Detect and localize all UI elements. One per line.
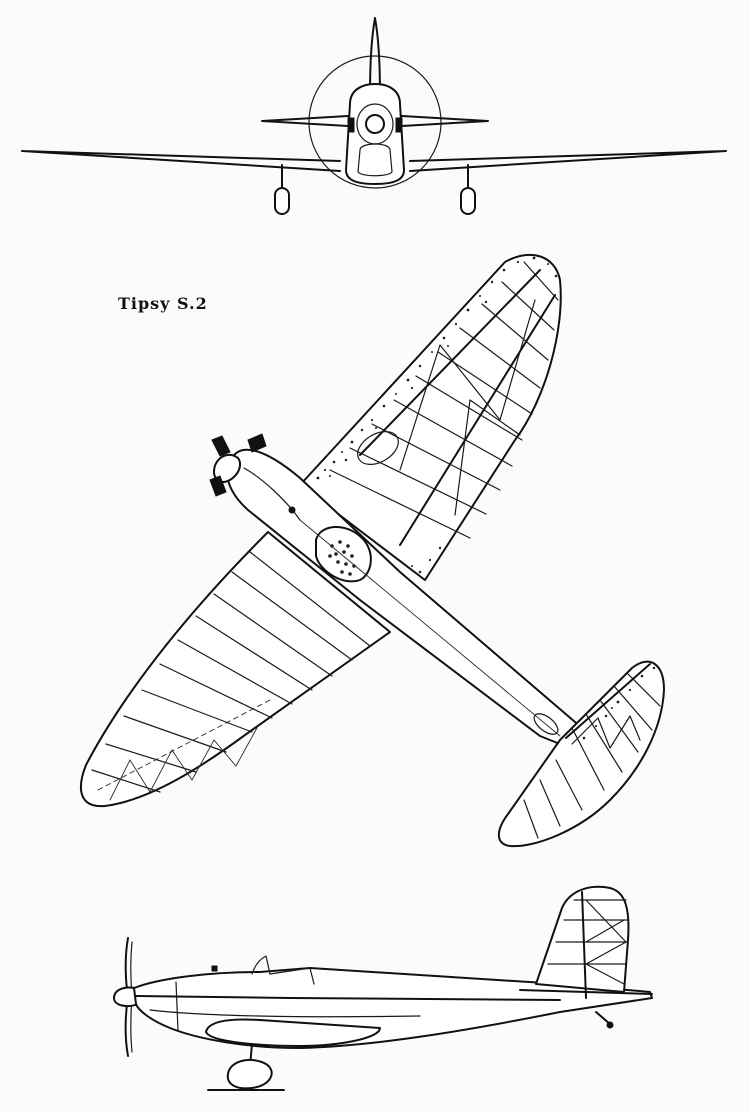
plan-view [79, 253, 665, 848]
plan-tailplane [497, 660, 665, 848]
plan-cockpit-rivets [328, 540, 356, 576]
plan-propeller-tip-right [247, 433, 267, 453]
plan-wing-upper-spars [359, 269, 556, 546]
plan-wing-lower-bracing [109, 725, 259, 801]
plan-tank [357, 431, 399, 465]
side-tail-skid [595, 1011, 611, 1025]
plan-propeller-blade-upper [211, 435, 231, 457]
plan-cowl-fastener [288, 506, 296, 514]
front-wheel-right [460, 187, 476, 215]
side-windscreen [251, 955, 271, 975]
plan-wing-upper-fabric [316, 256, 558, 574]
plan-cowl [243, 467, 301, 521]
side-tail-skid-wheel [606, 1021, 614, 1029]
side-fin-bracing [585, 899, 627, 985]
plan-propeller-blade-lower [209, 475, 227, 497]
front-view [21, 17, 727, 215]
side-wheel-spat [226, 1058, 273, 1090]
front-cockpit [357, 143, 393, 177]
front-spinner [365, 114, 385, 134]
plan-wing-lower-spar-dashed [97, 699, 271, 791]
side-cockpit-rim [269, 967, 315, 985]
plan-tailplane-fabric [582, 666, 656, 740]
plan-cockpit [315, 525, 372, 583]
side-fin [535, 885, 630, 993]
plan-tailplane-bracing [571, 715, 641, 749]
side-view [113, 885, 653, 1091]
side-lower-line [149, 1009, 421, 1018]
plan-tail-fairing [533, 713, 559, 735]
front-cylinder-right [395, 117, 403, 133]
drawing-title: Tipsy S.2 [118, 294, 208, 313]
plan-wing-upper [299, 253, 562, 581]
side-tailplane [519, 989, 653, 995]
side-cowl-line [175, 981, 179, 1031]
side-wing-root [205, 1018, 381, 1047]
side-cockpit-detail [211, 965, 218, 972]
front-cylinder-left [347, 117, 355, 133]
front-tailplane [261, 115, 489, 127]
propeller-disc [308, 55, 442, 189]
side-longeron [135, 995, 561, 1001]
plan-fuselage-centerline [299, 519, 561, 737]
plan-tailplane-spar [565, 663, 651, 739]
front-wing [21, 150, 727, 172]
front-wheel-left [274, 187, 290, 215]
side-fin-post [581, 891, 587, 999]
